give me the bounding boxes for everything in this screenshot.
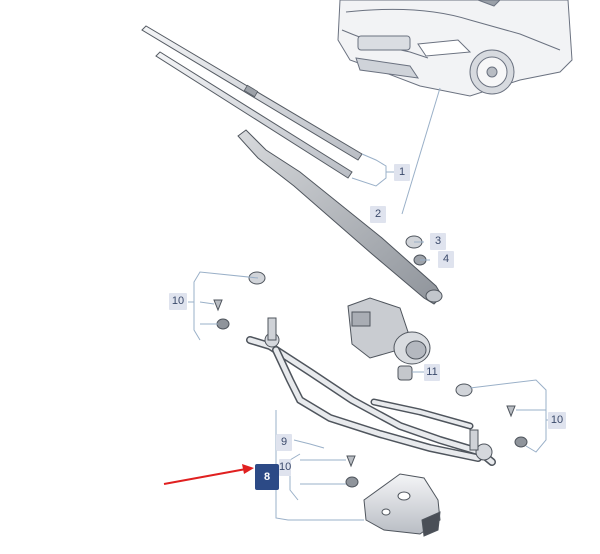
callout-leader-lines bbox=[188, 153, 554, 521]
callout-10-left[interactable]: 10 bbox=[169, 293, 187, 310]
red-pointer-arrow bbox=[163, 464, 254, 485]
mounting-bracket bbox=[363, 473, 441, 537]
callout-10-right[interactable]: 10 bbox=[548, 412, 566, 429]
callout-8[interactable]: 8 bbox=[255, 464, 279, 490]
wiper-arm bbox=[237, 129, 443, 305]
callout-4[interactable]: 4 bbox=[438, 251, 454, 268]
callout-2[interactable]: 2 bbox=[370, 206, 386, 223]
bushing-part bbox=[397, 365, 413, 381]
wiper-linkage-frame bbox=[246, 317, 496, 466]
car-leader-line bbox=[401, 87, 441, 215]
callout-3[interactable]: 3 bbox=[430, 233, 446, 250]
car-illustration bbox=[337, 0, 573, 97]
wiper-motor bbox=[347, 297, 431, 365]
callout-11[interactable]: 11 bbox=[424, 364, 440, 381]
callout-9[interactable]: 9 bbox=[276, 434, 292, 451]
callout-10-bottom[interactable]: 10 bbox=[279, 459, 291, 476]
callout-1[interactable]: 1 bbox=[394, 164, 410, 181]
wiper-blade-lower bbox=[155, 51, 353, 179]
